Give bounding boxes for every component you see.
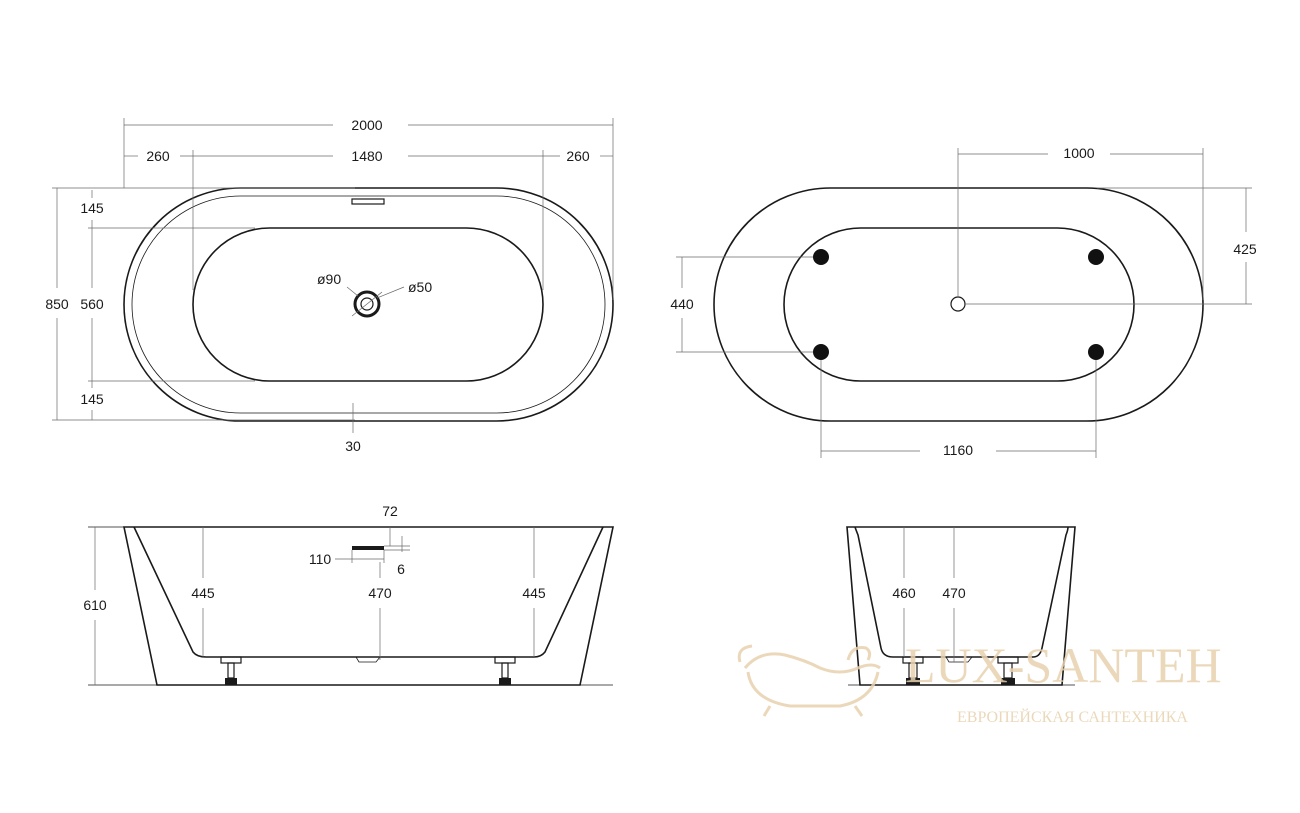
drain-hole-icon — [950, 296, 966, 312]
top-view: ø90 ø50 2000 260 1480 260 850 145 560 14… — [45, 117, 614, 454]
drain-cross-line — [351, 291, 383, 317]
bottom-view: 1000 425 440 1160 — [670, 145, 1257, 458]
end-depth-a-label: 460 — [892, 585, 916, 601]
overflow-top-label: 72 — [382, 503, 398, 519]
overall-length-label: 2000 — [351, 117, 382, 133]
side-height-label: 610 — [83, 597, 107, 613]
drain-leader-left — [346, 286, 359, 297]
overall-width-label: 850 — [45, 296, 69, 312]
foot-icon — [1088, 344, 1104, 360]
drain-offset-y-label: 425 — [1233, 241, 1257, 257]
drain-outer-icon — [353, 290, 381, 318]
foot-icon — [1088, 249, 1104, 265]
lip-label: 30 — [345, 438, 361, 454]
foot-icon — [494, 656, 516, 664]
end-inner — [854, 526, 1069, 658]
foot-icon — [813, 344, 829, 360]
drain-leader-right — [376, 286, 405, 299]
side-view: 610 445 470 445 72 6 110 — [83, 503, 614, 686]
overflow-icon — [351, 198, 385, 205]
bottom-outer — [713, 187, 1204, 422]
bottom-basin — [783, 227, 1135, 382]
side-inner — [133, 526, 604, 658]
rim-right-label: 260 — [566, 148, 590, 164]
depth-left-label: 445 — [191, 585, 215, 601]
feet-spacing-y-label: 440 — [670, 296, 694, 312]
inner-length-label: 1480 — [351, 148, 382, 164]
rim-top-label: 145 — [80, 200, 104, 216]
feet-spacing-x-label: 1160 — [943, 442, 973, 458]
drain-offset-x-label: 1000 — [1063, 145, 1094, 161]
depth-right-label: 445 — [522, 585, 546, 601]
end-view: 460 470 — [846, 526, 1076, 686]
drain-inner-icon — [360, 297, 374, 311]
side-outer — [123, 526, 614, 686]
overflow-icon — [352, 546, 384, 550]
tub-outer-rim — [123, 187, 614, 422]
watermark: LUX-SANTEH ЕВРОПЕЙСКАЯ САНТЕХНИКА — [737, 637, 1222, 726]
bathtub-logo-icon — [737, 644, 881, 717]
overflow-width-label: 110 — [309, 551, 332, 567]
drain-outer-label: ø90 — [317, 271, 341, 287]
brand-tagline: ЕВРОПЕЙСКАЯ САНТЕХНИКА — [957, 707, 1188, 726]
drain-bump — [355, 656, 381, 663]
tub-inner-rim — [131, 195, 606, 414]
rim-left-label: 260 — [146, 148, 170, 164]
brand-logo: LUX-SANTEH — [905, 637, 1222, 693]
end-depth-b-label: 470 — [942, 585, 966, 601]
rim-bottom-label: 145 — [80, 391, 104, 407]
tub-basin — [192, 227, 544, 382]
inner-width-label: 560 — [80, 296, 104, 312]
drain-inner-label: ø50 — [408, 279, 432, 295]
foot-icon — [813, 249, 829, 265]
depth-center-label: 470 — [368, 585, 392, 601]
overflow-thickness-label: 6 — [397, 561, 405, 577]
foot-icon — [220, 656, 242, 664]
